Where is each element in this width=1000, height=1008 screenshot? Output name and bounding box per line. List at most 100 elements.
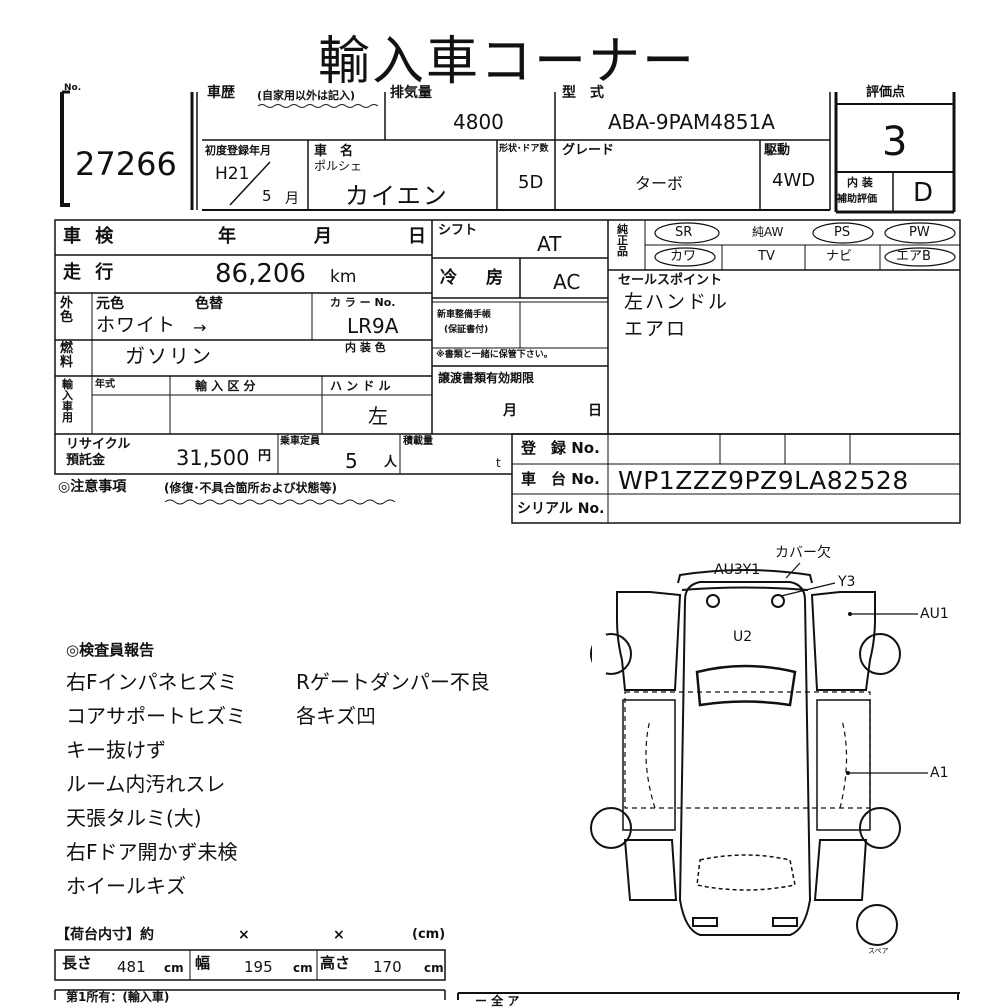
maintenance-note: ※書類と一緒に保管下さい。	[436, 350, 553, 360]
height-label: 高さ	[320, 954, 351, 972]
grade-label: グレード	[562, 143, 615, 158]
fuel-value: ガソリン	[125, 344, 213, 368]
displacement-value: 4800	[453, 110, 504, 134]
option-pw: PW	[909, 225, 930, 240]
diagram-label-y3: Y3	[838, 574, 856, 590]
car-name-value: カイエン	[345, 182, 449, 210]
capacity-unit: 人	[384, 455, 398, 470]
capacity-label: 乗車定員	[280, 436, 320, 447]
doc-expiry-day-label: 日	[588, 403, 602, 419]
displacement-label: 排気量	[390, 85, 432, 101]
exterior-label: 外色	[60, 296, 74, 326]
sales-point-1: 左ハンドル	[624, 291, 730, 313]
cargo-times-2: ×	[333, 927, 345, 943]
interior-score-value: D	[913, 178, 934, 208]
interior-color-label: 内 装 色	[345, 341, 386, 354]
interior-score-label: 内 装	[847, 176, 873, 189]
length-label: 長さ	[62, 954, 93, 972]
option-airbag: エアB	[896, 249, 931, 264]
chassis-no-label: 車 台 No.	[521, 470, 600, 488]
car-name-label: 車 名	[314, 144, 354, 159]
grade-value: ターボ	[635, 174, 684, 193]
interior-score-sublabel: 補助評価	[837, 194, 877, 205]
report-item: 天張タルミ(大)	[66, 806, 202, 830]
inspection-day-label: 日	[408, 226, 426, 247]
recycle-label: リサイクル	[66, 437, 131, 452]
recycle-amount: 31,500	[176, 446, 250, 470]
doc-expiry-label: 譲渡書類有効期限	[438, 371, 535, 385]
inspector-report-title: ◎検査員報告	[66, 641, 155, 659]
import-class-label: 輸 入 区 分	[195, 379, 256, 393]
caution-note: (修復･不具合箇所および状態等)	[164, 481, 337, 495]
report-item: Rゲートダンパー不良	[296, 670, 490, 694]
cargo-times-1: ×	[238, 927, 250, 943]
doors-value: 5D	[518, 172, 544, 193]
model-type-label: 型 式	[562, 85, 604, 101]
report-item: 右Fドア開かず未検	[66, 840, 238, 864]
shape-label: 形状･ドア数	[499, 144, 549, 154]
first-reg-month-unit: 月	[285, 191, 299, 207]
fuel-label: 燃料	[60, 341, 74, 371]
handle-value: 左	[368, 404, 388, 428]
cargo-label: 【荷台内寸】約	[56, 927, 154, 943]
no-label: No.	[64, 83, 82, 93]
report-item: コアサポートヒズミ	[66, 704, 246, 728]
history-label: 車歴	[207, 85, 235, 101]
diagram-label-au1: AU1	[920, 606, 949, 622]
mileage-label: 走 行	[63, 262, 118, 283]
report-item: 各キズ凹	[296, 704, 376, 728]
history-note: (自家用以外は記入)	[257, 89, 356, 102]
orig-color-label: 元色	[96, 296, 124, 312]
reg-no-label: 登 録 No.	[521, 439, 600, 457]
model-year-label: 年式	[95, 379, 115, 390]
report-item: ホイールキズ	[66, 874, 186, 898]
inspection-month-label: 月	[314, 226, 332, 247]
drive-label: 駆動	[764, 143, 791, 158]
diagram-label-au3y1: AU3Y1	[714, 562, 761, 578]
first-reg-year: H21	[215, 164, 250, 184]
page-title: 輸入車コーナー	[318, 32, 697, 92]
length-value: 481	[117, 958, 146, 976]
color-no-value: LR9A	[347, 314, 399, 338]
handle-label: ハ ン ド ル	[330, 379, 391, 393]
recycle-yen: 円	[258, 449, 272, 464]
diagram-label-u2: U2	[733, 629, 753, 645]
ac-value: AC	[553, 270, 581, 294]
caution-label: ◎注意事項	[58, 479, 127, 495]
mileage-unit: km	[330, 267, 357, 287]
first-reg-month: 5	[262, 187, 272, 205]
lot-number: 27266	[75, 145, 177, 183]
score-label: 評価点	[866, 85, 906, 100]
model-type-value: ABA-9PAM4851A	[608, 110, 775, 134]
height-value: 170	[373, 958, 402, 976]
score-value: 3	[882, 119, 908, 165]
maintenance-label: 新車整備手帳	[437, 310, 492, 320]
width-label: 幅	[195, 954, 211, 972]
width-unit: cm	[293, 961, 313, 975]
inspection-label: 車 検	[63, 226, 118, 247]
diagram-label-a1: A1	[930, 765, 949, 781]
capacity-value: 5	[345, 449, 358, 473]
report-item: ルーム内汚れスレ	[66, 772, 226, 796]
ac-label: 冷 房	[440, 268, 509, 288]
import-label: 輸入車用	[62, 378, 73, 424]
maintenance-sublabel: (保証書付)	[444, 325, 489, 335]
load-unit: t	[496, 456, 501, 470]
drive-value: 4WD	[772, 170, 816, 191]
chassis-no-value: WP1ZZZ9PZ9LA82528	[618, 466, 909, 495]
option-ps: PS	[834, 225, 851, 240]
load-label: 積載量	[403, 436, 433, 447]
orig-color-value: ホワイト	[96, 314, 177, 336]
sales-point-2: エアロ	[624, 318, 688, 340]
serial-no-label: シリアル No.	[517, 501, 605, 517]
shift-value: AT	[537, 232, 562, 256]
color-change-label: 色替	[195, 296, 223, 312]
width-value: 195	[244, 958, 273, 976]
recycle-sublabel: 預託金	[66, 453, 106, 468]
lower-section-label: ー 全 ア	[475, 994, 520, 1008]
option-navi: ナビ	[826, 249, 853, 264]
inspection-year-label: 年	[218, 226, 236, 247]
diagram-label-cover-missing: カバー欠	[775, 545, 831, 561]
